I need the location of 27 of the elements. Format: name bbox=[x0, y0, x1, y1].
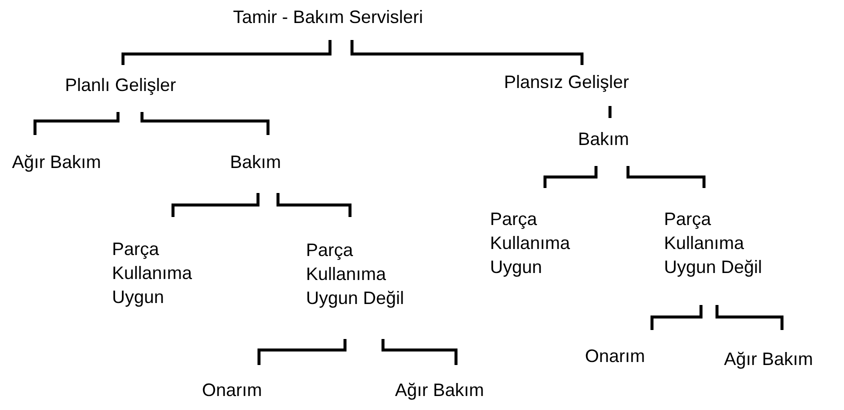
bracket-connector bbox=[122, 40, 332, 65]
bracket-connector bbox=[350, 40, 584, 65]
node-label: Planlı Gelişler bbox=[65, 74, 176, 97]
node-label: Onarım bbox=[202, 379, 262, 402]
node-label: Tamir - Bakım Servisleri bbox=[233, 6, 424, 29]
node-label: Bakım bbox=[578, 128, 630, 151]
bracket-connector bbox=[276, 193, 352, 217]
bracket-connector bbox=[544, 166, 598, 188]
bracket-connector bbox=[608, 106, 612, 118]
node-label: Onarım bbox=[585, 345, 646, 368]
node-label: Ağır Bakım bbox=[724, 348, 814, 371]
node-label: Plansız Gelişler bbox=[504, 71, 630, 94]
bracket-connector bbox=[716, 305, 784, 330]
bracket-connector bbox=[140, 112, 270, 135]
node-label: Ağır Bakım bbox=[395, 379, 484, 402]
bracket-connector bbox=[626, 166, 706, 188]
node-label: Parça Kullanıma Uygun bbox=[490, 208, 572, 279]
node-label: Bakım bbox=[230, 151, 282, 174]
bracket-connector bbox=[382, 339, 458, 365]
node-label: Ağır Bakım bbox=[12, 151, 102, 174]
node-label: Parça Kullanıma Uygun Değil bbox=[306, 239, 406, 310]
bracket-connector bbox=[258, 339, 346, 365]
bracket-connector bbox=[172, 193, 260, 217]
node-label: Parça Kullanıma Uygun Değil bbox=[664, 208, 764, 279]
bracket-connector bbox=[650, 305, 702, 330]
bracket-connector bbox=[34, 112, 120, 135]
node-label: Parça Kullanıma Uygun bbox=[112, 238, 194, 309]
